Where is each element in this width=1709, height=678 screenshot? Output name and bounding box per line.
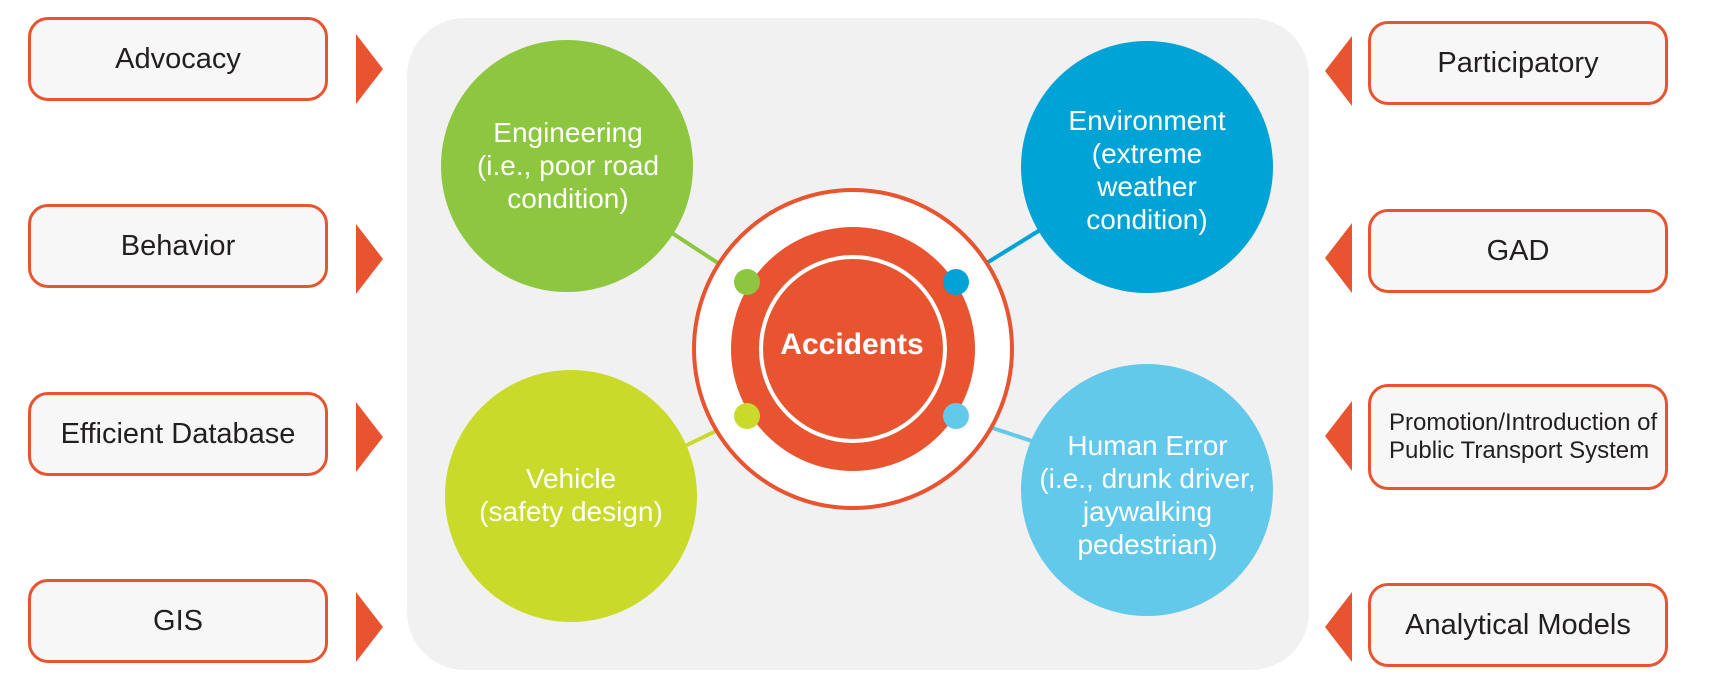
left-box-efficient-database: Efficient Database xyxy=(28,392,328,476)
arrow-right-icon xyxy=(356,592,383,662)
factor-circle-vehicle xyxy=(445,370,697,622)
connector-dot-engineering xyxy=(734,269,760,295)
center-circle xyxy=(731,227,975,471)
left-box-label: Behavior xyxy=(120,229,236,262)
arrow-left-icon xyxy=(1325,36,1352,106)
right-box-label: Participatory xyxy=(1437,46,1599,79)
factor-text-environment: Environment (extreme weather condition) xyxy=(1068,105,1226,235)
center-label-accidents: Accidents xyxy=(780,328,924,361)
connector-dot-human-error xyxy=(943,403,969,429)
arrow-right-icon xyxy=(356,402,383,472)
connector-dot-vehicle xyxy=(734,403,760,429)
left-box-label: GIS xyxy=(153,604,203,637)
connector-dot-environment xyxy=(943,269,969,295)
inner-ring xyxy=(759,255,947,443)
arrow-right-icon xyxy=(356,224,383,294)
right-box-participatory: Participatory xyxy=(1368,21,1668,105)
arrow-left-icon xyxy=(1325,223,1352,293)
factor-text-human-error: Human Error (i.e., drunk driver, jaywalk… xyxy=(1039,430,1256,560)
right-box-label: Analytical Models xyxy=(1405,608,1631,641)
left-box-behavior: Behavior xyxy=(28,204,328,288)
right-box-analytical-models: Analytical Models xyxy=(1368,583,1668,667)
factor-circle-environment xyxy=(1021,41,1273,293)
arrow-left-icon xyxy=(1325,592,1352,662)
factor-circle-engineering xyxy=(441,40,693,292)
factor-text-engineering: Engineering (i.e., poor road condition) xyxy=(476,116,660,214)
factor-circle-human-error xyxy=(1021,364,1273,616)
right-box-gad: GAD xyxy=(1368,209,1668,293)
right-box-public-transport: Promotion/Introduction of Public Transpo… xyxy=(1368,384,1668,490)
right-box-label: Promotion/Introduction of Public Transpo… xyxy=(1389,409,1658,464)
arrow-right-icon xyxy=(356,34,383,104)
left-box-label: Efficient Database xyxy=(60,417,296,450)
arrow-left-icon xyxy=(1325,401,1352,471)
right-box-label: GAD xyxy=(1486,234,1550,267)
left-box-label: Advocacy xyxy=(115,42,241,75)
left-box-advocacy: Advocacy xyxy=(28,17,328,101)
factor-text-vehicle: Vehicle (safety design) xyxy=(479,463,663,527)
left-box-gis: GIS xyxy=(28,579,328,663)
